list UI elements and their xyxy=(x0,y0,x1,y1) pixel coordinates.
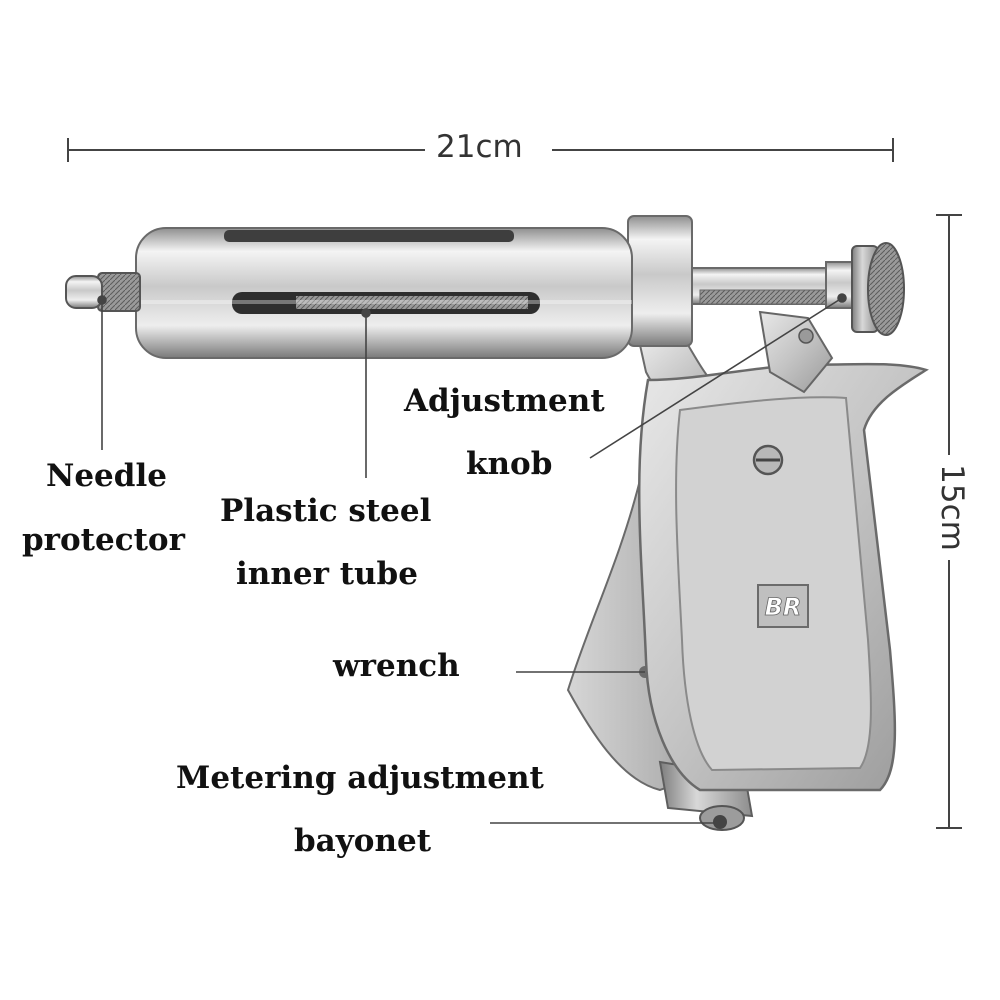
logo-text: BR xyxy=(765,593,802,621)
adjustment-knob-label-line2: knob xyxy=(466,446,553,482)
inner-tube-label-line1: Plastic steel xyxy=(220,493,432,529)
bayonet-label-line2: bayonet xyxy=(294,823,432,859)
adjustment-knob-label-line1: Adjustment xyxy=(404,383,605,419)
barrel xyxy=(135,227,633,359)
inner-tube-label-line2: inner tube xyxy=(236,556,418,592)
plunger-rod xyxy=(689,261,857,309)
wrench-label: wrench xyxy=(333,648,460,684)
height-dimension-label: 15cm xyxy=(933,460,970,555)
leader-lines xyxy=(97,293,847,824)
bayonet-label-line1: Metering adjustment xyxy=(176,760,544,796)
grip-screw xyxy=(752,444,784,476)
grip-panel xyxy=(675,396,872,772)
width-dimension-line xyxy=(67,138,894,162)
logo-badge: BR xyxy=(757,584,809,628)
adjustment-knob-part xyxy=(851,242,905,336)
inner-tube-part xyxy=(296,296,528,309)
needle-protector-label-line1: Needle xyxy=(46,458,167,494)
barrel-collar xyxy=(627,215,693,347)
dose-lever xyxy=(758,310,834,394)
needle-protector-part xyxy=(65,272,141,312)
height-dimension-line xyxy=(936,214,962,829)
needle-protector-label-line2: protector xyxy=(22,522,185,558)
width-dimension-label: 21cm xyxy=(436,129,523,165)
